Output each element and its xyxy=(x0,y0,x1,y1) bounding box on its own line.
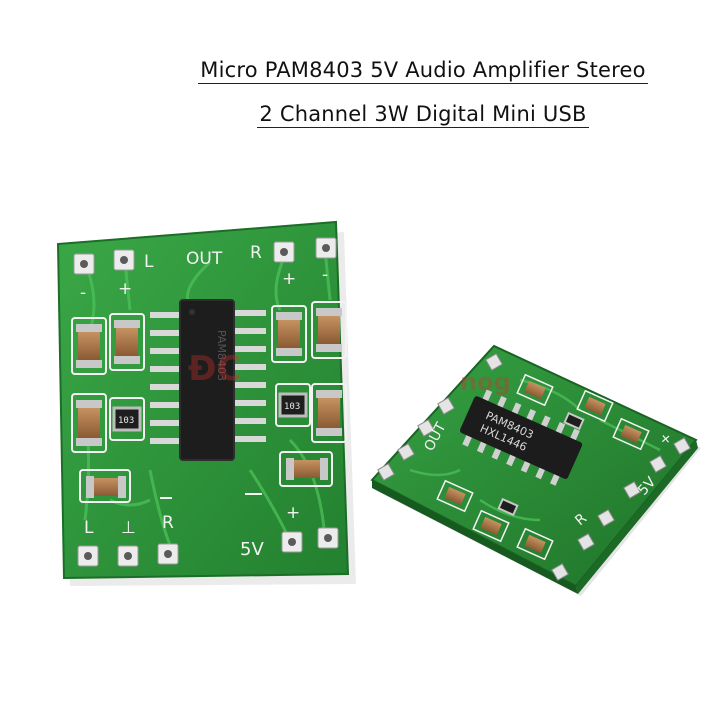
product-title-line1-text: Micro PAM8403 5V Audio Amplifier Stereo xyxy=(198,58,648,84)
label-5v: 5V xyxy=(240,539,264,560)
capacitors-front xyxy=(76,308,342,498)
label-plus-right: + xyxy=(282,269,296,289)
label-minus-right: - xyxy=(322,265,328,285)
product-title-line2-text: 2 Channel 3W Digital Mini USB xyxy=(257,102,589,128)
ic-chip-front: PAM8403 xyxy=(150,299,266,461)
label-R-bottom: R xyxy=(162,513,174,533)
chip-text-front: PAM8403 xyxy=(215,330,228,381)
label-gnd-bottom: ⊥ xyxy=(121,518,136,538)
product-title-line1: Micro PAM8403 5V Audio Amplifier Stereo xyxy=(60,58,726,84)
resistors-front: 103 103 xyxy=(112,392,308,432)
capacitors-angled xyxy=(436,373,650,561)
label-L-bottom: L xyxy=(84,518,94,538)
label-plus-bottom: + xyxy=(286,503,300,523)
label-R-top: R xyxy=(250,243,262,263)
svg-text:ĐC: ĐC xyxy=(188,349,241,389)
product-title-line2: 2 Channel 3W Digital Mini USB xyxy=(60,102,726,128)
svg-text:nog: nog xyxy=(460,368,511,396)
label-minus-left: - xyxy=(80,283,86,303)
label-L-top: L xyxy=(144,252,154,272)
label-out: OUT xyxy=(186,249,223,269)
watermark: ĐC nog xyxy=(188,349,511,396)
board-angled: OUT 5V R + xyxy=(370,344,701,596)
board-front: L OUT R + - + - L ⊥ R + 5V xyxy=(56,220,356,586)
label-plus-left: + xyxy=(118,279,132,299)
resistor-code-right: 103 xyxy=(284,402,300,412)
resistor-code-left: 103 xyxy=(118,416,134,426)
